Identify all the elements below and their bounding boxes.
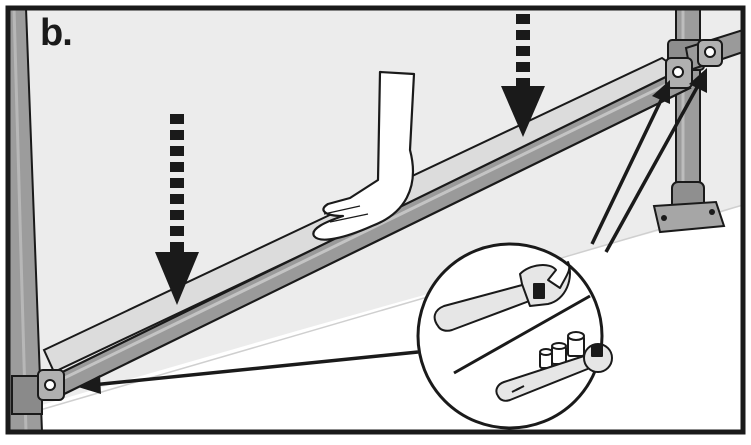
left-bracket (38, 370, 64, 400)
right-bolt-lower (673, 67, 683, 77)
right-bolt-upper (705, 47, 715, 57)
step-label: b. (40, 14, 72, 52)
left-bolt (45, 380, 55, 390)
